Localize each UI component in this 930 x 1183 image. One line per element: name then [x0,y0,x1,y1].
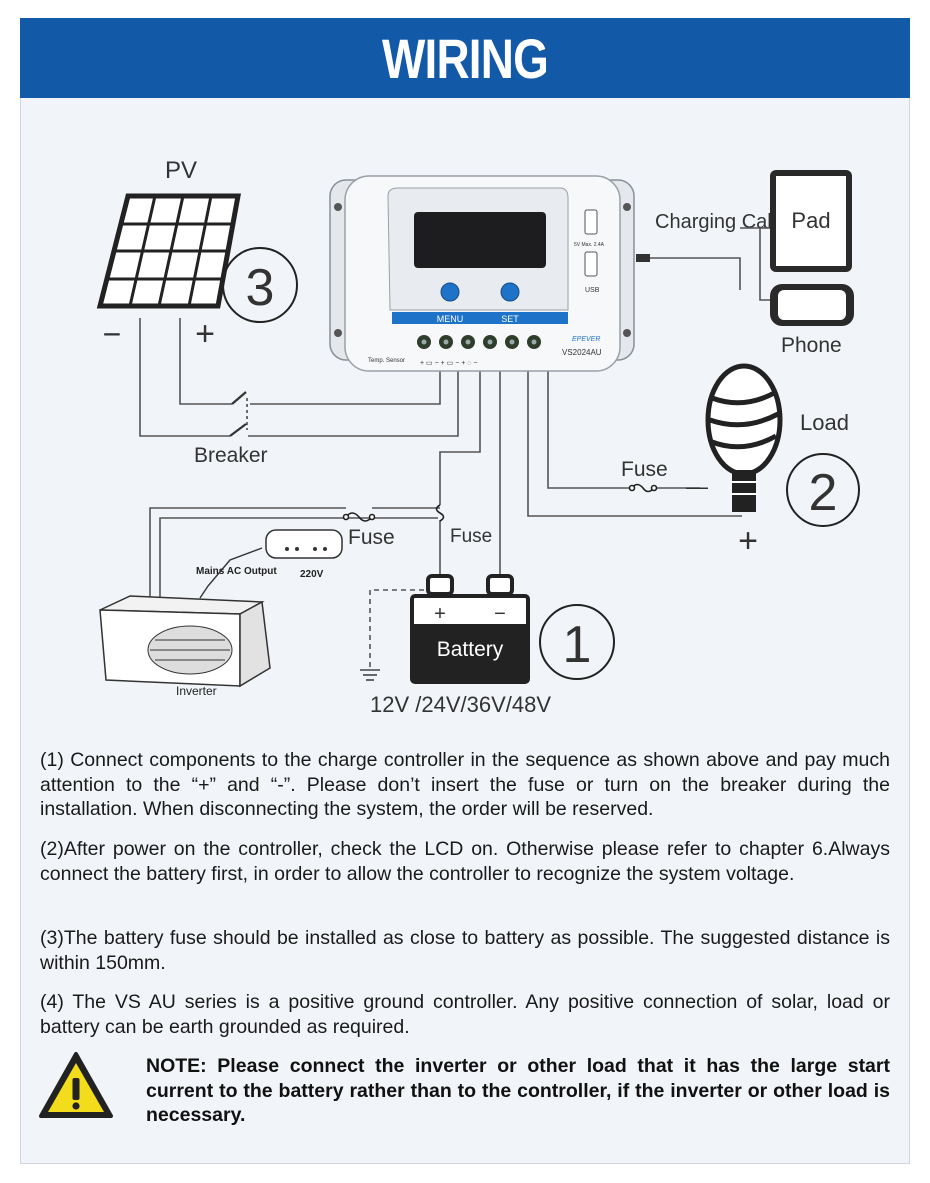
battery-minus: − [494,603,506,625]
usb-spec: 5V Max. 2.4A [574,242,605,248]
usb-label: USB [585,287,600,294]
battery-plus: + [434,603,446,625]
pad-label: Pad [791,208,830,233]
number-3: 3 [246,259,275,317]
model-label: VS2024AU [562,348,602,357]
page-title: WIRING [382,27,549,90]
pv-label: PV [165,157,197,184]
instruction-1: (1) Connect components to the charge con… [40,749,890,820]
set-label: SET [501,314,519,324]
ac-socket [265,529,343,559]
brand-label: EPEVER [572,336,600,343]
breaker-label: Breaker [194,444,268,467]
mains-ac-output: Mains AC Output [196,566,277,577]
voltage-label: 12V /24V/36V/48V [370,692,551,717]
menu-label: MENU [437,314,464,324]
instruction-2: (2)After power on the controller, check … [40,838,890,885]
inverter-label: Inverter [176,684,217,698]
load-label: Load [800,410,849,435]
note-text: NOTE: Please connect the inverter or oth… [146,1055,890,1126]
pv-plus: + [195,315,215,353]
menu-button [440,282,460,302]
number-2: 2 [809,464,838,522]
fuse-battery-label: Fuse [450,526,492,547]
instruction-3: (3)The battery fuse should be installed … [40,927,890,974]
svg-text:+ ▭ − + ▭ − + ◌ −: + ▭ − + ▭ − + ◌ − [420,360,477,367]
instruction-4: (4) The VS AU series is a positive groun… [40,991,890,1038]
wiring-diagram: PV 3 − + [96,157,860,717]
battery-label: Battery [437,638,504,661]
temp-sensor-label: Temp. Sensor [368,358,405,364]
set-button [500,282,520,302]
wires [139,257,742,681]
devices: Charging Cable Pad Phone [636,170,854,357]
load-bulb: Load 2 — + [686,363,860,560]
header-banner: WIRING [20,18,910,98]
fuse-inverter-label: Fuse [348,526,395,549]
warning-icon [39,1052,113,1118]
load-minus: — [686,474,708,499]
charge-controller: MENU SET 5V Max. 2.4A USB EPEVER VS2024A… [329,175,635,372]
pv-panel: PV 3 − + [96,157,298,353]
inverter: Inverter 220V Mains AC Output [99,529,343,698]
battery: + − Battery 1 12V /24V/36V/48V [370,574,615,717]
socket-voltage: 220V [300,569,324,580]
phone-label: Phone [781,334,842,357]
fuse-load-label: Fuse [621,458,668,481]
pv-minus: − [103,316,122,352]
load-plus: + [738,522,758,560]
number-1: 1 [563,616,592,674]
